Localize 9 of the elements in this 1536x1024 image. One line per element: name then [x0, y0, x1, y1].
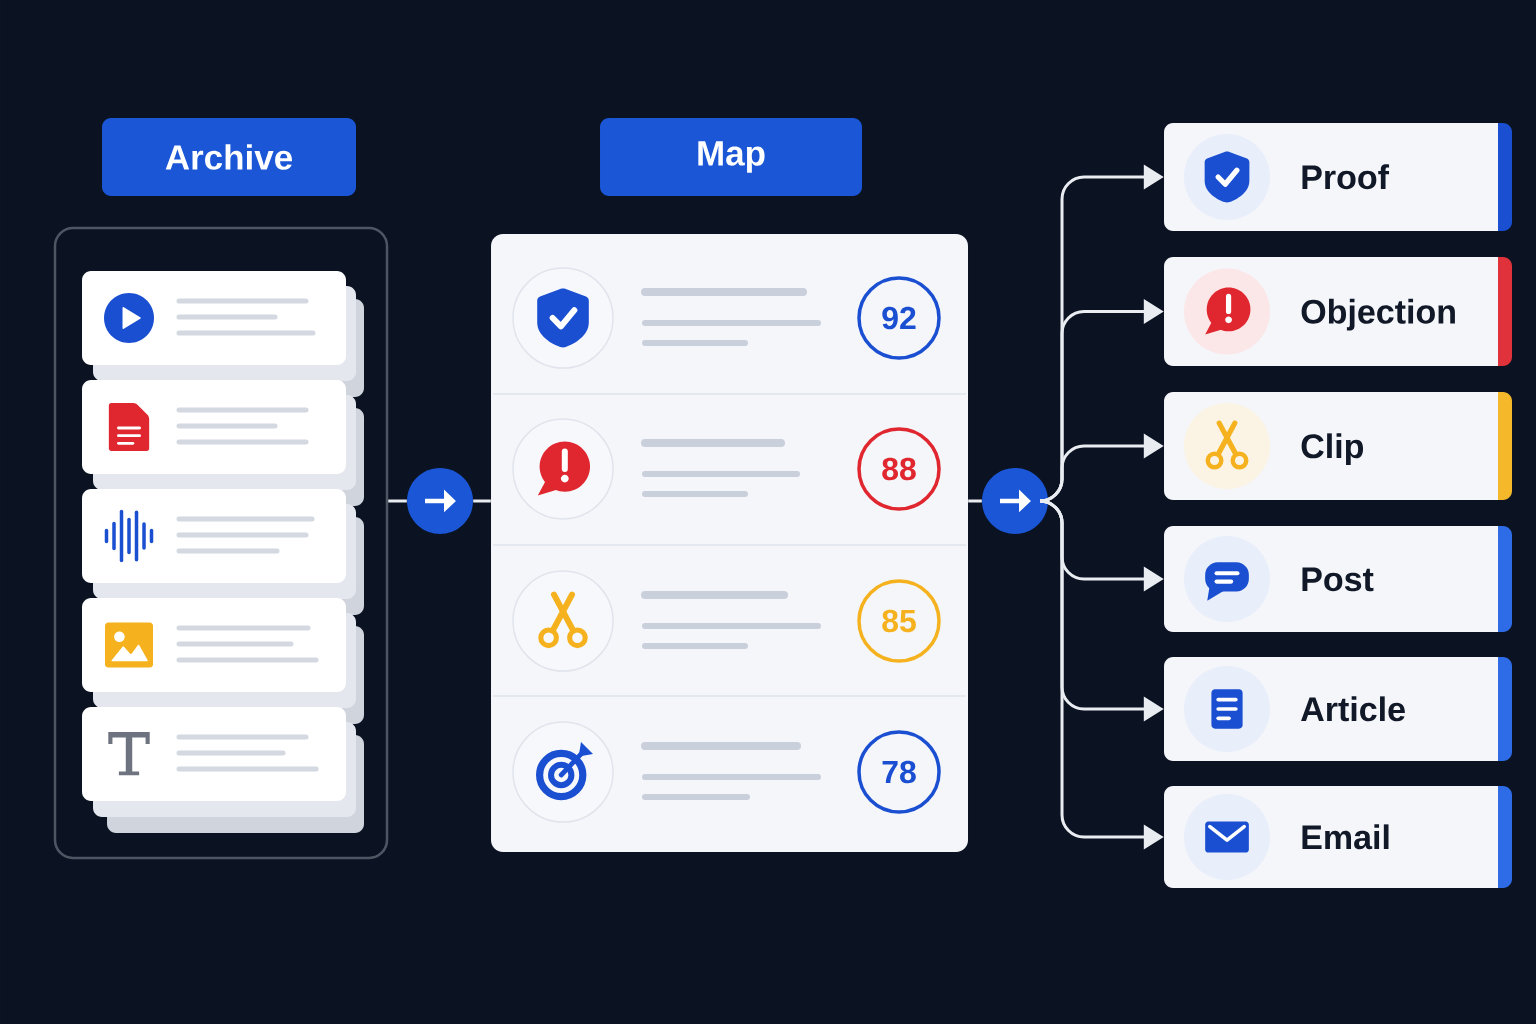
header-box: Archive [102, 118, 356, 196]
connector-line [388, 499, 407, 503]
header-box: Map [600, 118, 862, 196]
connector-line [473, 499, 491, 503]
connector-line [968, 499, 982, 503]
arrow-circle [407, 468, 473, 534]
panel [53, 226, 389, 860]
arrow-circle [982, 468, 1048, 534]
document-card [82, 707, 364, 833]
